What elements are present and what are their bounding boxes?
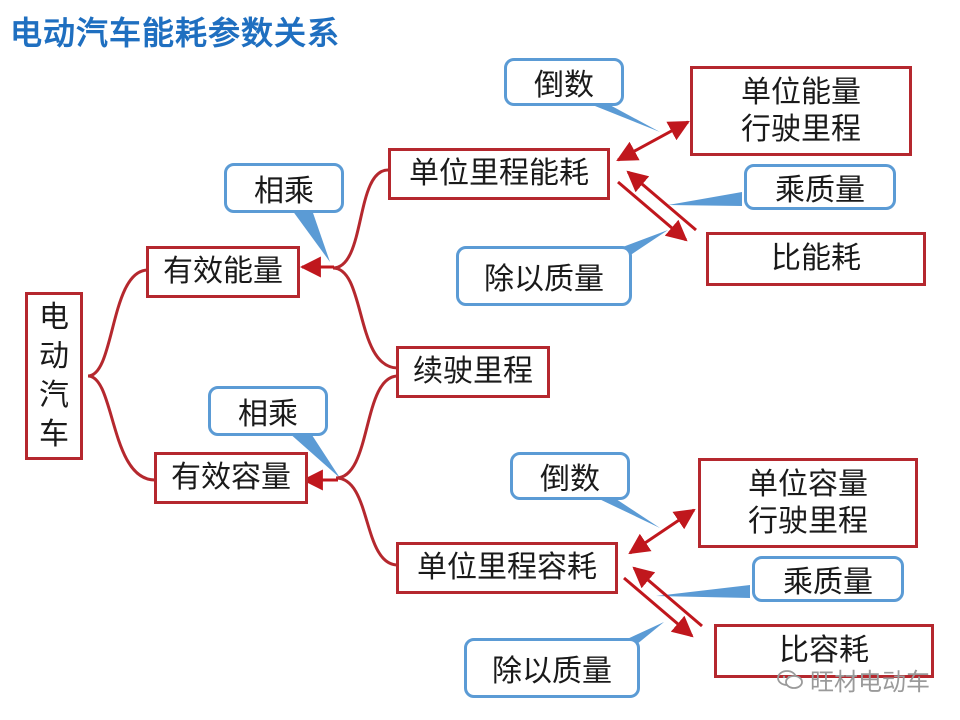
unit-capacity-mileage-node: 单位容量 行驶里程 <box>698 458 918 548</box>
node-line: 行驶里程 <box>748 504 868 539</box>
ev-char: 电 <box>39 300 69 335</box>
range-node: 续驶里程 <box>396 346 550 398</box>
ev-char: 汽 <box>39 378 69 413</box>
effective-capacity-node: 有效容量 <box>154 452 308 504</box>
reciprocal-callout-top: 倒数 <box>504 58 624 106</box>
watermark: 旺材电动车 <box>776 662 930 697</box>
divide-mass-callout-top: 除以质量 <box>456 246 632 306</box>
node-line: 行驶里程 <box>741 112 861 147</box>
node-line: 单位容量 <box>748 466 868 502</box>
ev-char: 动 <box>39 339 69 374</box>
multiply-callout-bottom: 相乘 <box>208 386 328 436</box>
wechat-icon <box>777 669 803 689</box>
ev-char: 车 <box>39 417 69 452</box>
divide-mass-callout-bottom: 除以质量 <box>464 638 640 698</box>
unit-mileage-energy-node: 单位里程能耗 <box>388 148 610 200</box>
effective-energy-node: 有效能量 <box>146 246 300 298</box>
reciprocal-callout-bottom: 倒数 <box>510 452 630 500</box>
node-line: 单位能量 <box>741 74 861 110</box>
page-title: 电动汽车能耗参数关系 <box>10 14 341 52</box>
unit-energy-mileage-node: 单位能量 行驶里程 <box>690 66 912 156</box>
specific-capacity-node: 比容耗 <box>714 624 934 678</box>
times-mass-callout-bottom: 乘质量 <box>752 556 904 602</box>
ev-node: 电 动 汽 车 <box>25 292 83 460</box>
times-mass-callout-top: 乘质量 <box>744 164 896 210</box>
unit-mileage-capacity-node: 单位里程容耗 <box>396 542 618 594</box>
watermark-text: 旺材电动车 <box>810 668 930 696</box>
multiply-callout-top: 相乘 <box>224 163 344 213</box>
specific-energy-node: 比能耗 <box>706 232 926 286</box>
